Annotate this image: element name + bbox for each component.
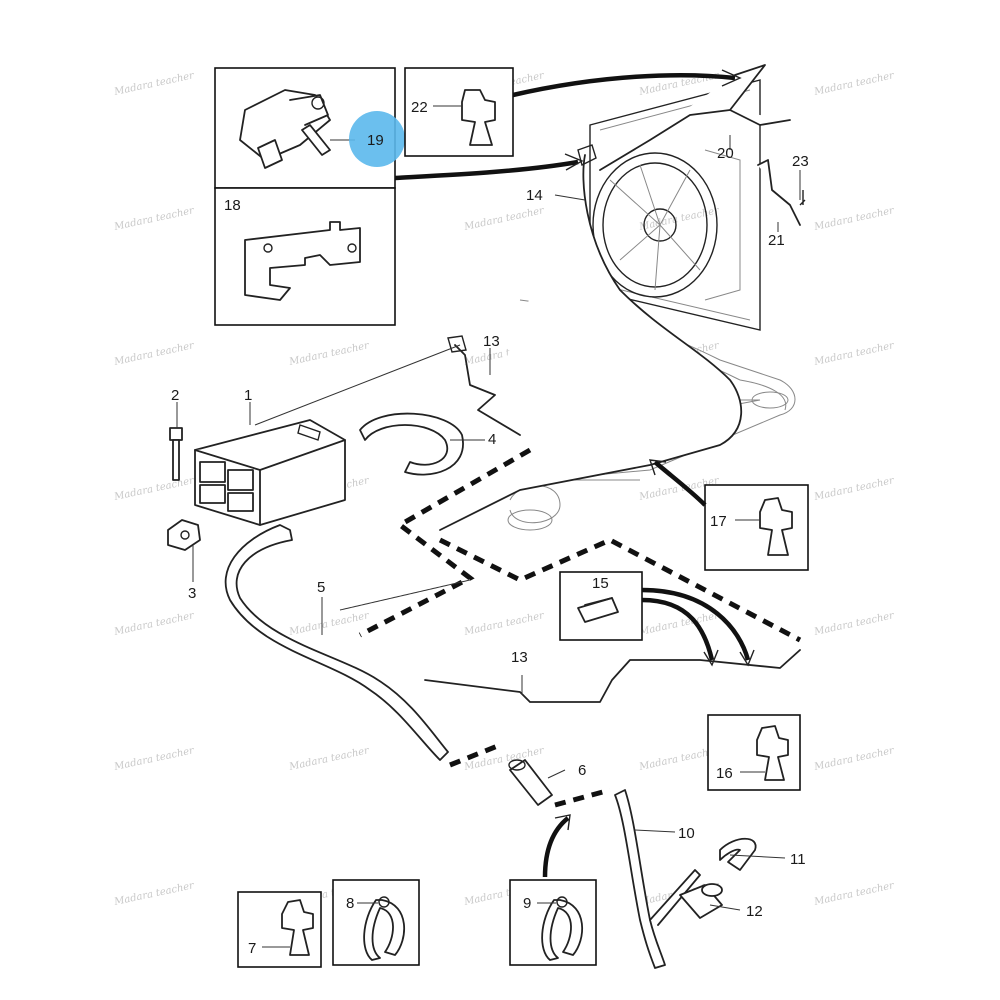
callout-8: 8 <box>346 895 354 912</box>
inset-box-8 <box>332 879 420 966</box>
callout-12: 12 <box>746 903 763 920</box>
callout-16: 16 <box>716 765 733 782</box>
watermark-text: Madara teacher <box>287 610 371 638</box>
hose-10 <box>614 789 701 969</box>
watermark-text: Madara teacher <box>812 475 896 503</box>
bolt-2 <box>169 427 183 481</box>
watermark-text: Madara teacher <box>812 70 896 98</box>
watermark-text: Madara teacher <box>112 610 196 638</box>
watermark-text: Madara teacher <box>637 610 721 638</box>
callout-17: 17 <box>710 513 727 530</box>
watermark-text: Madara teacher <box>812 340 896 368</box>
watermark-text: Madara teacher <box>462 205 546 233</box>
watermark-text: Madara teacher <box>112 745 196 773</box>
routing-dashes <box>358 447 802 808</box>
hose-5 <box>224 524 449 761</box>
callout-3: 3 <box>188 585 196 602</box>
watermark-text: Madara teacher <box>637 205 721 233</box>
callout-9: 9 <box>523 895 531 912</box>
watermark-text: Madara teacher <box>112 340 196 368</box>
hose-4 <box>359 412 464 476</box>
watermark-text: Madara teacher <box>112 205 196 233</box>
callout-10: 10 <box>678 825 695 842</box>
watermark-text: Madara teacher <box>462 610 546 638</box>
evap-canister <box>194 419 346 526</box>
callout-15: 15 <box>592 575 609 592</box>
inset-box-22 <box>404 67 514 157</box>
inset-box-7 <box>237 891 322 968</box>
callout-14: 14 <box>526 187 543 204</box>
callout-4: 4 <box>488 431 496 448</box>
callout-23: 23 <box>792 153 809 170</box>
watermark-text: Madara teacher <box>112 70 196 98</box>
callout-7: 7 <box>248 940 256 957</box>
callout-13-lower: 13 <box>511 649 528 666</box>
callout-2: 2 <box>171 387 179 404</box>
pipe-20 <box>599 64 791 171</box>
callout-1: 1 <box>244 387 252 404</box>
highlight-marker-19 <box>349 111 405 167</box>
watermark-text: Madara teacher <box>112 880 196 908</box>
reference-arrows <box>394 69 755 878</box>
watermark-text: Madara teacher <box>287 745 371 773</box>
pipe-21 <box>757 159 806 226</box>
callout-6: 6 <box>578 762 586 779</box>
watermark-text: Madara teacher <box>287 340 371 368</box>
pipe-13-lower <box>424 649 801 703</box>
bracket-3 <box>167 519 201 551</box>
callout-22: 22 <box>411 99 428 116</box>
inset-box-17 <box>704 484 809 571</box>
inset-box-18 <box>214 187 396 326</box>
inset-box-16 <box>707 714 801 791</box>
callout-5: 5 <box>317 579 325 596</box>
pipe-13-upper <box>447 335 521 436</box>
callout-19: 19 <box>367 132 384 149</box>
inset-box-15 <box>559 571 643 641</box>
watermark-text: Madara teacher <box>812 205 896 233</box>
hose-6 <box>508 759 553 806</box>
watermark-text: Madara teacher <box>462 745 546 773</box>
inset-box-9 <box>509 879 597 966</box>
callout-20: 20 <box>717 145 734 162</box>
callout-18: 18 <box>224 197 241 214</box>
watermark-text: Madara teacher <box>112 475 196 503</box>
callout-13-upper: 13 <box>483 333 500 350</box>
valve-12 <box>679 883 723 919</box>
hose-11 <box>719 837 757 871</box>
watermark-text: Madara teacher <box>812 610 896 638</box>
leader-lines <box>176 135 801 911</box>
callout-11: 11 <box>790 851 806 868</box>
watermark-text: Madara teacher <box>812 745 896 773</box>
callout-labels: 1 2 3 4 5 6 7 8 9 10 11 12 13 13 14 15 1… <box>171 99 809 957</box>
watermark-text: Madara teacher <box>812 880 896 908</box>
callout-21: 21 <box>768 232 785 249</box>
radiator-fan-assembly <box>589 79 761 331</box>
